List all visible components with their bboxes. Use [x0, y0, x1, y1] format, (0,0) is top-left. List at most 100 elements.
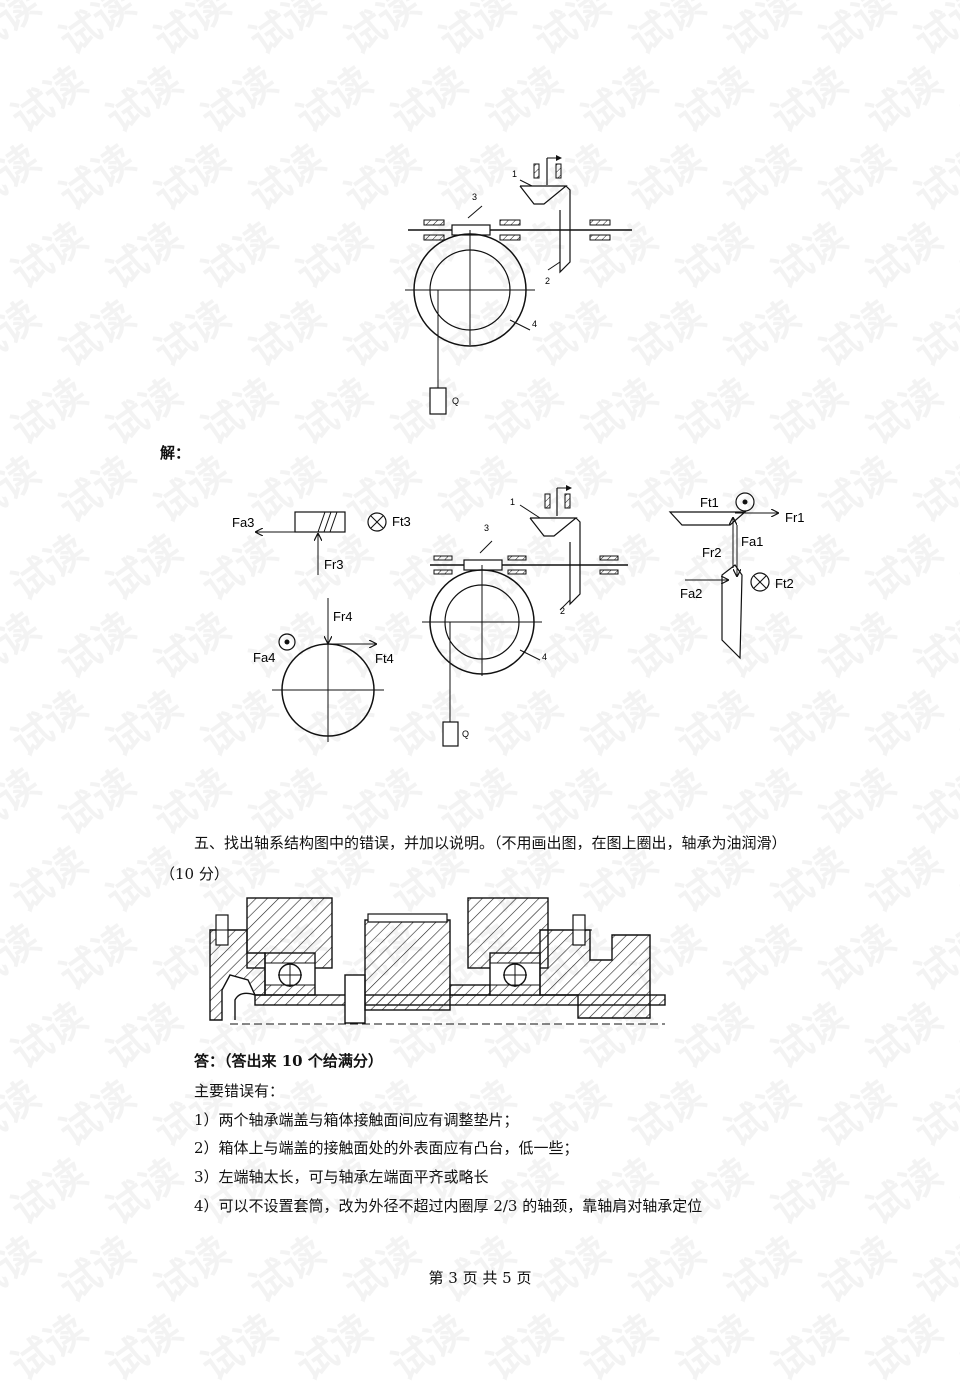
watermark-text: 试读 [141, 1220, 240, 1313]
fig2-label-2: 2 [560, 606, 565, 616]
watermark-text: 试读 [46, 128, 145, 221]
question5-line2: （10 分） [160, 865, 229, 883]
watermark-text: 试读 [331, 1220, 430, 1313]
watermark-text: 试读 [806, 0, 905, 66]
watermark-text: 试读 [141, 128, 240, 221]
watermark-text: 试读 [93, 674, 192, 767]
watermark-text: 试读 [46, 440, 145, 533]
watermark-text: 试读 [46, 752, 145, 845]
watermark-text: 试读 [188, 1298, 287, 1391]
watermark-text: 试读 [0, 908, 49, 1001]
watermark-text: 试读 [93, 1142, 192, 1235]
fig1-label-3: 3 [472, 192, 477, 202]
watermark-text: 试读 [663, 1142, 762, 1235]
figure-force-analysis: Fa3 Ft3 Fr3 Fr4 Fa4 Ft4 1 2 3 4 Q [232, 485, 805, 747]
watermark-text: 试读 [663, 206, 762, 299]
watermark-text: 试读 [901, 908, 960, 1001]
watermark-text: 试读 [426, 0, 525, 66]
watermark-text: 试读 [93, 1298, 192, 1391]
watermark-text: 试读 [46, 596, 145, 689]
watermark-text: 试读 [806, 752, 905, 845]
watermark-text: 试读 [0, 674, 96, 767]
answer-item-2: 2）箱体上与端盖的接触面处的外表面应有凸台，低一些； [194, 1139, 579, 1157]
watermark-text: 试读 [901, 596, 960, 689]
label-ft3: Ft3 [392, 514, 411, 529]
watermark-text: 试读 [853, 518, 952, 611]
watermark-text: 试读 [0, 518, 96, 611]
watermark-text: 试读 [948, 830, 960, 923]
page-footer: 第 3 页 共 5 页 [428, 1269, 532, 1287]
label-fa2: Fa2 [680, 586, 702, 601]
watermark-text: 试读 [806, 284, 905, 377]
watermark-text: 试读 [853, 206, 952, 299]
watermark-text: 试读 [806, 1064, 905, 1157]
watermark-text: 试读 [901, 284, 960, 377]
watermark-text: 试读 [141, 0, 240, 66]
watermark-text: 试读 [711, 1064, 810, 1157]
watermark-text: 试读 [236, 284, 335, 377]
label-fr4: Fr4 [333, 609, 353, 624]
watermark-text: 试读 [758, 1142, 857, 1235]
watermark-text: 试读 [0, 284, 49, 377]
watermark-text: 试读 [426, 1220, 525, 1313]
watermark-text: 试读 [853, 1298, 952, 1391]
watermark-text: 试读 [0, 596, 49, 689]
watermark-text: 试读 [806, 908, 905, 1001]
watermark-text: 试读 [283, 206, 382, 299]
answer-heading: 答：（答出来 10 个给满分） [194, 1052, 383, 1070]
watermark-text: 试读 [331, 0, 430, 66]
watermark-text: 试读 [473, 50, 572, 143]
watermark-text: 试读 [0, 50, 96, 143]
watermark-text: 试读 [46, 1064, 145, 1157]
watermark-text: 试读 [0, 986, 96, 1079]
watermark-text: 试读 [0, 1064, 49, 1157]
watermark-text: 试读 [806, 440, 905, 533]
figure-shaft-structure [209, 897, 666, 1025]
watermark-text: 试读 [473, 1298, 572, 1391]
watermark-text: 试读 [758, 206, 857, 299]
watermark-text: 试读 [901, 1064, 960, 1157]
watermark-text: 试读 [711, 1220, 810, 1313]
watermark-text: 试读 [948, 50, 960, 143]
label-fa1: Fa1 [741, 534, 763, 549]
watermark-text: 试读 [853, 674, 952, 767]
watermark-text: 试读 [283, 362, 382, 455]
watermark-text: 试读 [521, 0, 620, 66]
label-fr2: Fr2 [702, 545, 722, 560]
watermark-text: 试读 [93, 986, 192, 1079]
watermark-text: 试读 [188, 50, 287, 143]
fig1-label-2: 2 [545, 276, 550, 286]
label-fa4: Fa4 [253, 650, 275, 665]
fig2-label-3: 3 [484, 523, 489, 533]
watermark-text: 试读 [901, 0, 960, 66]
watermark-text: 试读 [711, 0, 810, 66]
watermark-text: 试读 [663, 362, 762, 455]
label-ft1: Ft1 [700, 495, 719, 510]
label-fr1: Fr1 [785, 510, 805, 525]
watermark-text: 试读 [0, 1142, 96, 1235]
fig2-label-1: 1 [510, 497, 515, 507]
label-fr3: Fr3 [324, 557, 344, 572]
watermark-text: 试读 [331, 752, 430, 845]
watermark-text: 试读 [0, 206, 96, 299]
watermark-text: 试读 [521, 752, 620, 845]
watermark-text: 试读 [853, 50, 952, 143]
watermark-text: 试读 [711, 752, 810, 845]
watermark-text: 试读 [901, 128, 960, 221]
watermark-text: 试读 [378, 50, 477, 143]
watermark-text: 试读 [46, 284, 145, 377]
watermark-text: 试读 [616, 1220, 715, 1313]
watermark-text: 试读 [948, 362, 960, 455]
figure-gear-drive: 1 2 3 4 Q [405, 155, 632, 415]
watermark-text: 试读 [616, 0, 715, 66]
watermark-text: 试读 [426, 752, 525, 845]
answer-item-3: 3）左端轴太长，可与轴承左端面平齐或略长 [194, 1168, 489, 1186]
watermark-text: 试读 [46, 908, 145, 1001]
watermark-text: 试读 [901, 440, 960, 533]
watermark-text: 试读 [806, 596, 905, 689]
fig2-label-q: Q [462, 729, 469, 739]
watermark-text: 试读 [141, 752, 240, 845]
watermark-text: 试读 [568, 1298, 667, 1391]
watermark-text: 试读 [0, 830, 96, 923]
watermark-text: 试读 [378, 1298, 477, 1391]
